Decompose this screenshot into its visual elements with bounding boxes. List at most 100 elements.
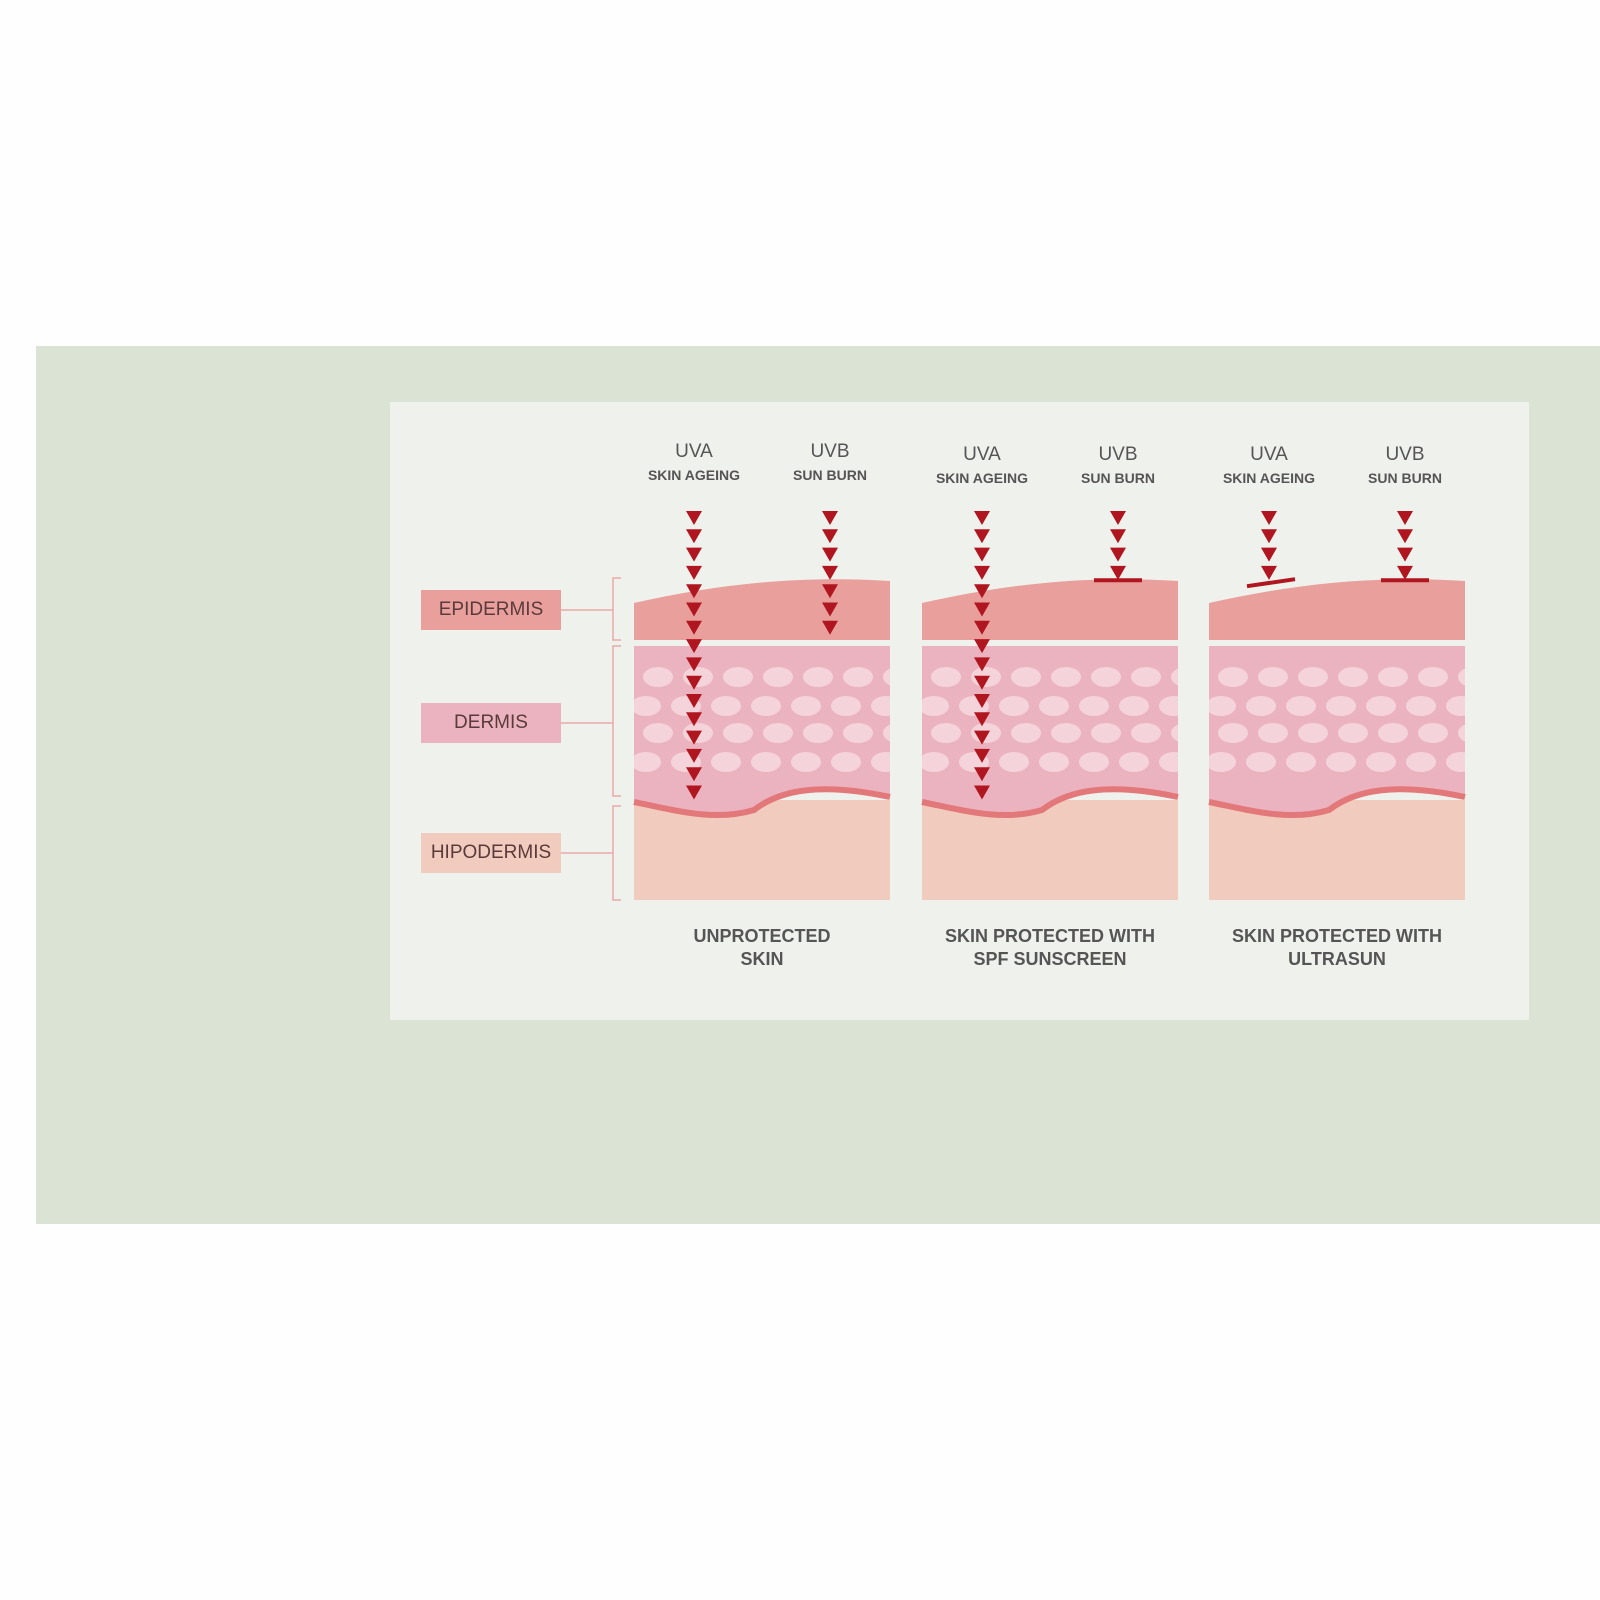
uvb-arrow — [1110, 565, 1126, 580]
hipodermis-layer — [922, 800, 1178, 900]
uva-arrow — [1261, 511, 1277, 525]
uva-arrow — [974, 584, 990, 599]
dermis-cell — [1366, 752, 1396, 772]
dermis-cell — [1119, 752, 1149, 772]
dermis-cell — [883, 724, 890, 742]
dermis-cell — [1406, 752, 1436, 772]
uva-arrow — [974, 748, 990, 763]
dermis-cell — [1011, 723, 1041, 743]
uva-arrow — [1261, 547, 1277, 562]
dermis-cell — [1079, 696, 1109, 716]
dermis-cell — [999, 752, 1029, 772]
uva-arrow — [974, 511, 990, 525]
dermis-cell — [1286, 696, 1316, 716]
dermis-cell — [1338, 723, 1368, 743]
dermis-cell — [1178, 723, 1208, 743]
dermis-cell — [1119, 696, 1149, 716]
dermis-cell — [1298, 667, 1328, 687]
uvb-title: UVB — [1385, 444, 1425, 465]
dermis-cell — [931, 723, 961, 743]
uva-arrow — [974, 547, 990, 562]
dermis-cell — [1218, 723, 1248, 743]
epidermis-layer — [1209, 579, 1465, 640]
uvb-arrow — [1397, 529, 1413, 544]
uva-arrow — [686, 529, 702, 544]
uvb-arrow — [1397, 511, 1413, 525]
layer-bracket — [612, 577, 621, 641]
dermis-cell — [1418, 667, 1448, 687]
dermis-boundary — [1208, 786, 1466, 819]
caption-line-2: SKIN — [740, 949, 784, 969]
uva-arrow — [686, 565, 702, 580]
dermis-cell — [871, 752, 890, 772]
caption-line-1: UNPROTECTED — [693, 926, 831, 946]
epidermis-layer — [922, 579, 1178, 640]
dermis-cell — [1326, 696, 1356, 716]
dermis-cell — [922, 696, 949, 716]
dermis-cell — [603, 667, 633, 687]
dermis-cell — [1011, 667, 1041, 687]
uva-arrow — [974, 694, 990, 708]
caption-line-1: SKIN PROTECTED WITH — [1232, 926, 1442, 946]
dermis-cell — [603, 723, 633, 743]
uvb-title: UVB — [1098, 444, 1138, 465]
dermis-layer — [1209, 646, 1465, 816]
dermis-cell — [1171, 724, 1178, 742]
dermis-cell — [591, 752, 621, 772]
uva-block-bar — [1246, 577, 1296, 589]
uva-arrow — [974, 565, 990, 580]
uva-arrow — [686, 767, 702, 782]
dermis-cell — [763, 667, 793, 687]
uva-arrow — [974, 730, 990, 745]
uva-title: UVA — [963, 444, 1001, 465]
dermis-cell — [751, 696, 781, 716]
dermis-cell — [711, 752, 741, 772]
dermis-cell — [643, 723, 673, 743]
panel-caption: UNPROTECTED SKIN — [612, 925, 912, 971]
dermis-cell — [751, 752, 781, 772]
uva-title: UVA — [1250, 444, 1288, 465]
uva-arrow — [974, 639, 990, 654]
caption-line-2: SPF SUNSCREEN — [973, 949, 1127, 969]
dermis-cell — [791, 752, 821, 772]
dermis-cell — [1131, 667, 1161, 687]
label-epidermis: EPIDERMIS — [421, 590, 561, 630]
dermis-cell — [1091, 667, 1121, 687]
uva-subtitle: SKIN AGEING — [935, 470, 1029, 486]
dermis-cell — [1079, 752, 1109, 772]
dermis-cell — [931, 667, 961, 687]
dermis-cell — [1209, 752, 1236, 772]
dermis-cell — [1378, 667, 1408, 687]
uvb-subtitle: SUN BURN — [793, 467, 867, 483]
uva-arrow — [686, 511, 702, 525]
uvb-arrow — [822, 584, 838, 599]
dermis-cell — [922, 752, 949, 772]
dermis-cell — [1209, 696, 1236, 716]
dermis-boundary — [921, 786, 1179, 819]
uvb-arrow — [822, 547, 838, 562]
dermis-cell — [843, 723, 873, 743]
caption-line-2: ULTRASUN — [1288, 949, 1386, 969]
uva-arrow — [686, 639, 702, 654]
uva-arrow — [686, 748, 702, 763]
uva-arrow — [974, 529, 990, 544]
dermis-cell — [831, 752, 861, 772]
uva-arrow — [1261, 529, 1277, 544]
uva-arrow — [686, 547, 702, 562]
dermis-cell — [1406, 696, 1436, 716]
dermis-cells — [891, 667, 1178, 772]
uva-arrow — [686, 712, 702, 727]
uvb-arrow — [822, 620, 838, 635]
uva-arrow — [974, 785, 990, 800]
dermis-cell — [803, 667, 833, 687]
panel-caption: SKIN PROTECTED WITH ULTRASUN — [1187, 925, 1487, 971]
dermis-cell — [1446, 696, 1465, 716]
uvb-arrow — [1397, 565, 1413, 580]
dermis-cell — [1218, 667, 1248, 687]
uvb-arrow — [822, 602, 838, 617]
dermis-cell — [891, 723, 921, 743]
uvb-arrow — [1110, 547, 1126, 562]
dermis-cells — [1178, 667, 1465, 772]
